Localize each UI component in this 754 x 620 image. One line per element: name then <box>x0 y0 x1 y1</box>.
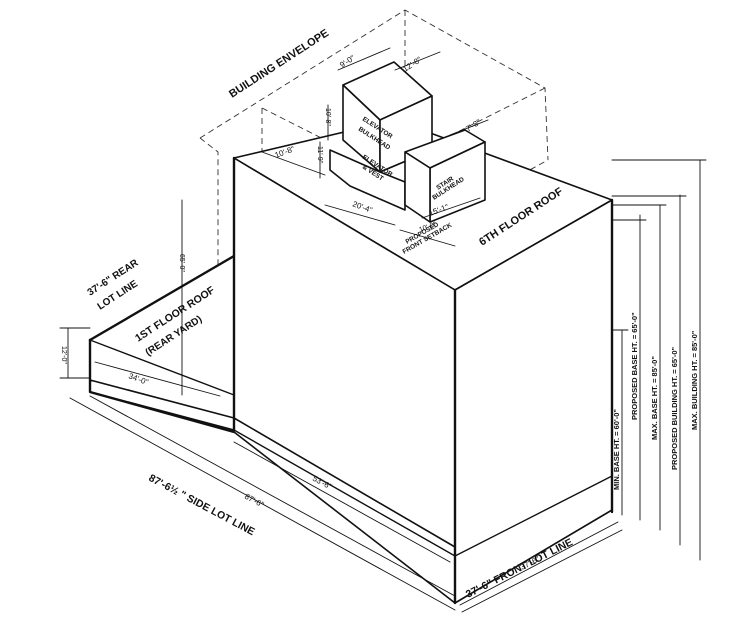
dim-9-0: 9'-0" <box>338 53 356 69</box>
roof-bulkheads <box>329 61 486 223</box>
max-base-ht-label: MAX. BASE HT. = 85'-0" <box>650 356 659 440</box>
dim-87-6: 87'-6" <box>243 492 265 510</box>
dim-65-0: 65'-0" <box>178 254 185 272</box>
main-building <box>232 119 614 605</box>
min-base-ht-label: MIN. BASE HT. = 60'-0" <box>612 409 621 490</box>
dim-12-0: 12'-0" <box>60 346 67 364</box>
rear-wing <box>88 254 236 434</box>
height-labels: MIN. BASE HT. = 60'-0" PROPOSED BASE HT.… <box>612 312 699 490</box>
dim-11-9: 11'-9" <box>316 146 323 164</box>
dim-7-8: 7'-8" <box>464 117 482 133</box>
proposed-building-ht-label: PROPOSED BUILDING HT. = 65'-0" <box>670 346 679 470</box>
dim-12-8: 12'-8" <box>401 55 423 74</box>
building-envelope-label: BUILDING ENVELOPE <box>227 27 331 100</box>
dimension-lines <box>59 47 707 613</box>
max-building-ht-label: MAX. BUILDING HT. = 85'-0" <box>690 330 699 430</box>
side-lot-line-label: 87'-6½ " SIDE LOT LINE <box>147 472 257 538</box>
proposed-base-ht-label: PROPOSED BASE HT. = 65'-0" <box>630 312 639 420</box>
dim-10-8-vertical: 10'-8" <box>324 108 331 126</box>
